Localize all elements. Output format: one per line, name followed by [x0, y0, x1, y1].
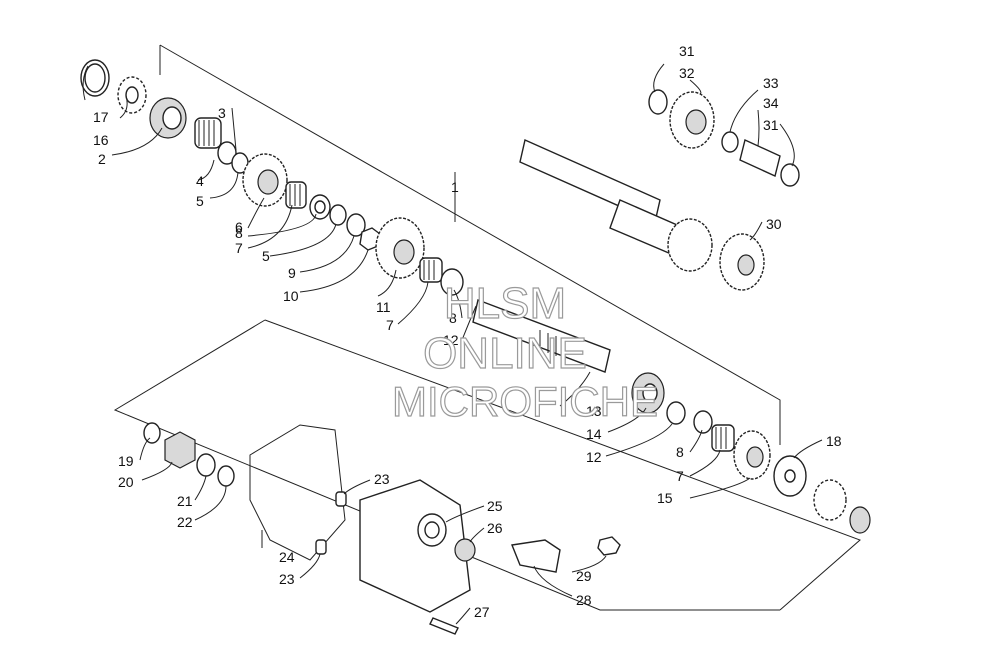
callout-20: 20 — [118, 474, 134, 490]
washer-9 — [346, 213, 366, 237]
callout-10: 10 — [283, 288, 299, 304]
spacer-8-middle — [440, 268, 464, 296]
callout-9: 9 — [288, 265, 296, 281]
callout-2: 2 — [98, 151, 106, 167]
snap-ring-22 — [217, 465, 235, 487]
callout-31-upper: 31 — [679, 43, 695, 59]
callout-29: 29 — [576, 568, 592, 584]
callout-31-lower: 31 — [763, 117, 779, 133]
callout-11: 11 — [376, 299, 391, 315]
bearing-7-middle — [419, 257, 443, 283]
callout-24: 24 — [279, 549, 295, 565]
seal-26 — [454, 538, 476, 562]
callout-5-upper: 5 — [196, 193, 204, 209]
callout-19: 19 — [118, 453, 134, 469]
callout-12-lower: 12 — [586, 449, 602, 465]
snap-ring-17 — [80, 59, 110, 97]
callout-23-upper: 23 — [374, 471, 390, 487]
callout-13: 13 — [586, 403, 602, 419]
callout-5-lower: 5 — [262, 248, 270, 264]
gear-16 — [117, 76, 147, 114]
input-shaft-30 — [519, 139, 765, 291]
callout-28: 28 — [576, 592, 592, 608]
snap-ring-31-lower — [780, 163, 800, 187]
callout-23-lower: 23 — [279, 571, 295, 587]
nut-20 — [164, 431, 196, 469]
callout-4: 4 — [196, 173, 204, 189]
gasket-24 — [249, 424, 346, 561]
callout-8-lower: 8 — [676, 444, 684, 460]
dowel-pin-23-lower — [315, 539, 327, 555]
dowel-pin-23-upper — [335, 491, 347, 507]
callout-3: 3 — [218, 105, 226, 121]
washer-21 — [196, 453, 216, 477]
callout-6: 6 — [235, 219, 243, 235]
bearing-7-upper — [285, 181, 307, 209]
callout-32: 32 — [679, 65, 695, 81]
output-shaft-13 — [472, 299, 611, 373]
callout-1: 1 — [451, 179, 459, 195]
washer-18 — [773, 455, 807, 497]
sleeve-34 — [739, 139, 781, 177]
snap-ring-31-upper — [648, 89, 668, 115]
callout-17: 17 — [93, 109, 109, 125]
watermark-line-2: ONLINE — [423, 329, 587, 378]
gear-11 — [375, 217, 425, 279]
callout-26: 26 — [487, 520, 503, 536]
assembly-frame-lines — [113, 44, 861, 611]
cover-25 — [359, 479, 471, 613]
bearing-3 — [194, 117, 222, 149]
callout-25: 25 — [487, 498, 503, 514]
callout-16: 16 — [93, 132, 109, 148]
callout-8-middle: 8 — [449, 310, 457, 326]
callout-15: 15 — [657, 490, 673, 506]
bearing-right — [813, 479, 871, 534]
sensor-28 — [511, 539, 561, 573]
leader-lines — [82, 63, 823, 625]
snap-ring-19 — [143, 422, 161, 444]
watermark: HLSM ONLINE MICROFICHE — [391, 278, 658, 425]
washer-5-lower — [329, 204, 347, 226]
screw-29 — [597, 536, 621, 556]
spacer-8-lower — [693, 410, 713, 434]
callout-22: 22 — [177, 514, 193, 530]
spacer-12-lower — [666, 401, 686, 425]
watermark-line-1: HLSM — [444, 279, 566, 328]
gear-6 — [242, 153, 288, 207]
callout-27: 27 — [474, 604, 490, 620]
bolt-27 — [429, 617, 459, 635]
hub-14 — [631, 372, 665, 414]
gear-15 — [733, 430, 771, 480]
washer-4 — [217, 141, 237, 165]
spacer-8 — [309, 194, 331, 220]
callout-labels: 1 2 3 4 5 6 7 8 5 9 10 11 7 8 12 13 14 1… — [93, 43, 842, 620]
callout-7-lower: 7 — [676, 468, 684, 484]
callout-7-upper: 7 — [235, 240, 243, 256]
callout-14: 14 — [586, 426, 602, 442]
callout-34: 34 — [763, 95, 779, 111]
watermark-line-3: MICROFICHE — [392, 378, 658, 425]
bearing-7-lower — [711, 424, 735, 452]
gear-32 — [669, 91, 715, 149]
callout-8-upper: 8 — [235, 225, 243, 241]
callout-33: 33 — [763, 75, 779, 91]
callout-12-upper: 12 — [443, 332, 459, 348]
callout-7-middle: 7 — [386, 317, 394, 333]
callout-18: 18 — [826, 433, 842, 449]
hub-2 — [149, 97, 187, 139]
bushing-33 — [721, 131, 739, 153]
callout-30: 30 — [766, 216, 782, 232]
callout-21: 21 — [177, 493, 193, 509]
